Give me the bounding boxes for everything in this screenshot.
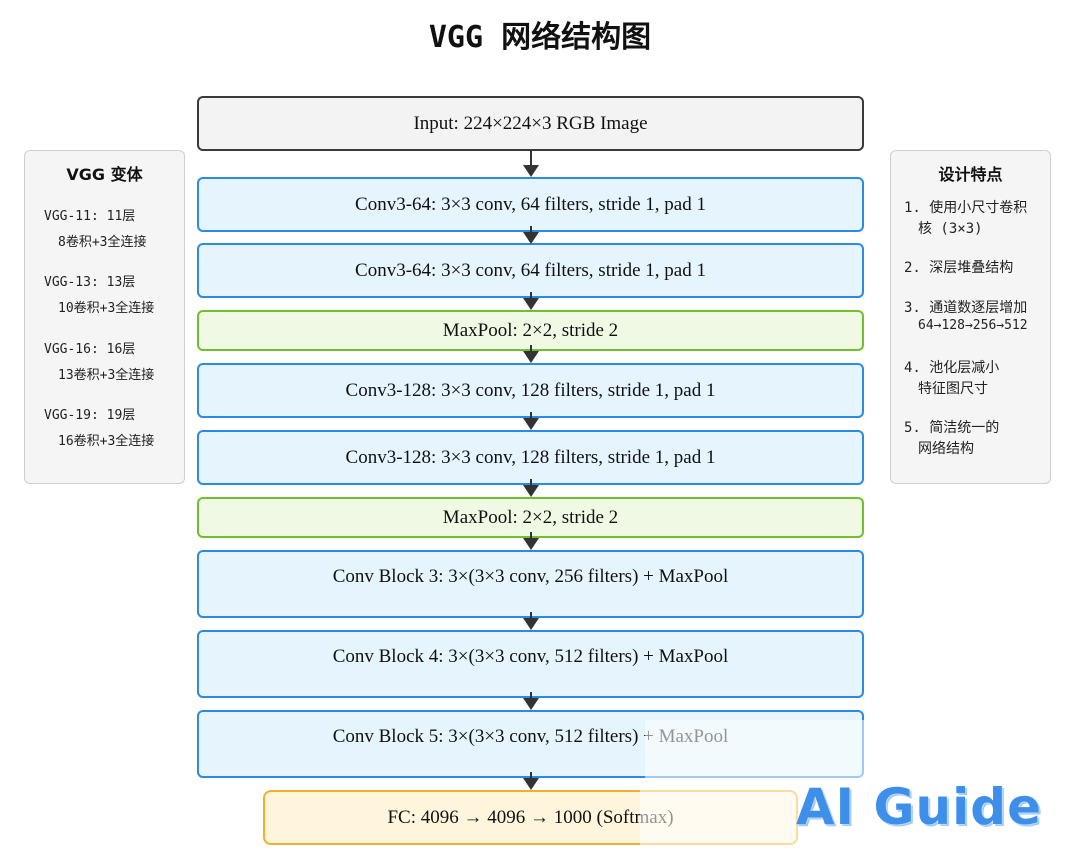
pool-layer-label: MaxPool: 2×2, stride 2 <box>442 506 619 528</box>
variant-detail: 10卷积+3全连接 <box>58 301 155 316</box>
variant-name: VGG-13: 13层 <box>44 275 136 290</box>
flow-arrow <box>523 772 539 790</box>
variants-panel: VGG 变体 VGG-11: 11层 8卷积+3全连接 VGG-13: 13层 … <box>24 150 185 484</box>
feature-line: 64→128→256→512 <box>918 318 1028 333</box>
conv-block-label: Conv Block 4: 3×(3×3 conv, 512 filters) … <box>332 646 729 667</box>
conv-block-4: Conv Block 4: 3×(3×3 conv, 512 filters) … <box>197 630 864 698</box>
feature-line: 5. 简洁统一的 <box>904 420 1000 436</box>
watermark-logo: AI Guide <box>795 778 1042 836</box>
variant-name: VGG-19: 19层 <box>44 408 136 423</box>
flow-arrow <box>523 612 539 630</box>
feature-line: 1. 使用小尺寸卷积 <box>904 200 1028 216</box>
flow-arrow <box>523 292 539 310</box>
fc-layer-label: FC: 4096 → 4096 → 1000 (Softmax) <box>387 806 674 828</box>
flow-arrow <box>523 345 539 363</box>
variant-detail: 16卷积+3全连接 <box>58 434 155 449</box>
variant-name: VGG-11: 11层 <box>44 209 136 224</box>
watermark-veil <box>640 782 1080 847</box>
variant-detail: 13卷积+3全连接 <box>58 368 155 383</box>
conv-block-3: Conv Block 3: 3×(3×3 conv, 256 filters) … <box>197 550 864 618</box>
conv3-128-layer-2: Conv3-128: 3×3 conv, 128 filters, stride… <box>197 430 864 485</box>
conv-layer-label: Conv3-64: 3×3 conv, 64 filters, stride 1… <box>355 259 706 281</box>
conv-block-label: Conv Block 5: 3×(3×3 conv, 512 filters) … <box>332 726 729 747</box>
features-panel: 设计特点 1. 使用小尺寸卷积 核 (3×3) 2. 深层堆叠结构 3. 通道数… <box>890 150 1051 484</box>
feature-line: 核 (3×3) <box>918 221 983 237</box>
feature-line: 2. 深层堆叠结构 <box>904 260 1014 276</box>
input-layer: Input: 224×224×3 RGB Image <box>197 96 864 151</box>
flow-arrow <box>523 532 539 550</box>
conv-layer-label: Conv3-64: 3×3 conv, 64 filters, stride 1… <box>355 193 706 215</box>
flow-arrow <box>523 692 539 710</box>
pool-layer-label: MaxPool: 2×2, stride 2 <box>442 319 619 341</box>
variant-detail: 8卷积+3全连接 <box>58 235 147 250</box>
variant-name: VGG-16: 16层 <box>44 342 136 357</box>
feature-line: 网络结构 <box>918 441 974 457</box>
flow-arrow <box>523 151 539 177</box>
conv3-64-layer-1: Conv3-64: 3×3 conv, 64 filters, stride 1… <box>197 177 864 232</box>
input-layer-label: Input: 224×224×3 RGB Image <box>413 112 648 134</box>
feature-line: 特征图尺寸 <box>918 381 988 397</box>
variants-title: VGG 变体 <box>66 165 143 184</box>
flow-arrow <box>523 412 539 430</box>
watermark-veil <box>645 720 870 780</box>
conv-layer-label: Conv3-128: 3×3 conv, 128 filters, stride… <box>345 379 716 401</box>
flow-arrow <box>523 479 539 497</box>
feature-line: 3. 通道数逐层增加 <box>904 300 1028 316</box>
diagram-title: VGG 网络结构图 <box>428 20 652 55</box>
conv3-128-layer-1: Conv3-128: 3×3 conv, 128 filters, stride… <box>197 363 864 418</box>
maxpool-layer-1: MaxPool: 2×2, stride 2 <box>197 310 864 351</box>
flow-arrow <box>523 226 539 244</box>
conv-layer-label: Conv3-128: 3×3 conv, 128 filters, stride… <box>345 446 716 468</box>
features-title: 设计特点 <box>938 165 1003 184</box>
conv-block-label: Conv Block 3: 3×(3×3 conv, 256 filters) … <box>332 566 729 587</box>
feature-line: 4. 池化层减小 <box>904 360 1000 376</box>
conv3-64-layer-2: Conv3-64: 3×3 conv, 64 filters, stride 1… <box>197 243 864 298</box>
